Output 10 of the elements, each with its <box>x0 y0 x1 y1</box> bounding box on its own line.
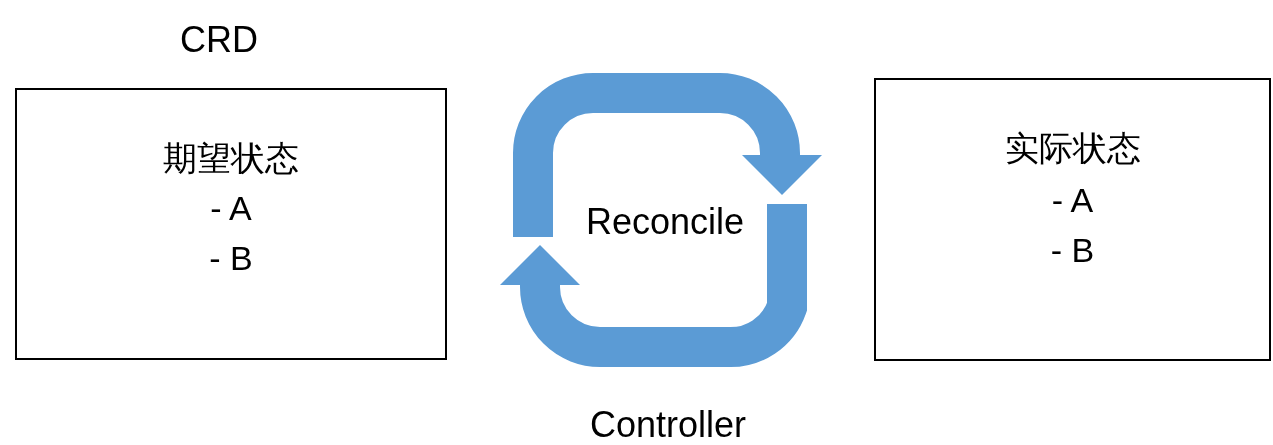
state-line: 期望状态 <box>163 138 299 178</box>
state-line: - B <box>209 238 253 278</box>
state-line: 实际状态 <box>1004 128 1141 168</box>
cycle-label: Reconcile <box>585 202 745 242</box>
controller-label: Controller <box>589 405 747 445</box>
state-box <box>874 78 1271 361</box>
box-heading: CRD <box>180 20 258 60</box>
state-line: - A <box>1051 180 1094 220</box>
state-line: - B <box>1050 230 1095 270</box>
state-line: - A <box>210 188 252 228</box>
